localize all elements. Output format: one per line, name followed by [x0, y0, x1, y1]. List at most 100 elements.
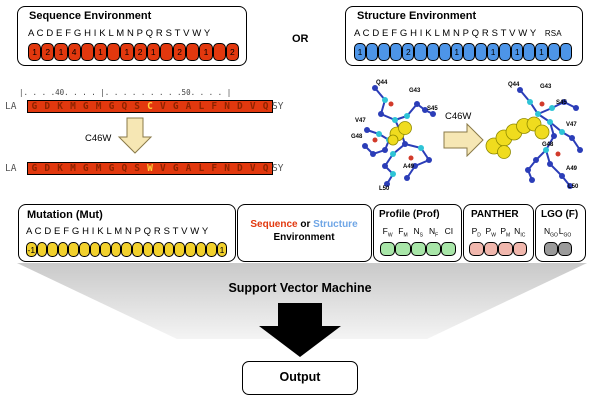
structure-environment-cell [462, 43, 475, 61]
sequence-environment-cell [107, 43, 121, 61]
right-arrow [443, 123, 484, 157]
profile-cell [410, 242, 426, 256]
panther-cell [498, 242, 513, 256]
atom [384, 181, 390, 187]
atom [551, 133, 557, 139]
mutation-cell [78, 242, 90, 257]
atom [517, 87, 523, 93]
atom [430, 111, 436, 117]
svm-label: Support Vector Machine [228, 281, 372, 295]
or-label: OR [292, 33, 309, 45]
sequence-environment-cell: 2 [133, 43, 147, 61]
res-s45-left: S45 [427, 106, 438, 112]
wild-residue: G [105, 101, 118, 112]
mutant-residue: M [66, 163, 80, 174]
atom [533, 157, 539, 163]
atom [418, 145, 424, 151]
output-label: Output [279, 370, 321, 384]
res-a49-left: A49 [403, 164, 415, 170]
atom [539, 101, 545, 107]
mutation-cell [142, 242, 154, 257]
res-q44-right: Q44 [508, 82, 520, 88]
structure-environment-letters: A C D E F G H I K L M N P Q R S T V W Y … [354, 28, 562, 39]
structure-environment-cell: 1 [535, 43, 548, 61]
mutation-cell [47, 242, 58, 257]
mutation-label-right: C46W [445, 111, 472, 122]
structure-word: Structure [313, 219, 358, 230]
atom [392, 117, 398, 123]
atom [388, 101, 394, 107]
structure-environment-cell: 2 [402, 43, 415, 61]
wild-right-flank: SY [272, 101, 284, 112]
structure-environment-cell [559, 43, 572, 61]
mutation-label-left: C46W [85, 133, 112, 144]
atom [422, 107, 428, 113]
mutant-residue: V [156, 163, 170, 174]
down-arrow-to-output [259, 303, 341, 357]
structure-environment-cell: 1 [487, 43, 500, 61]
alignment-ruler: |. . . .40. . . . |. . . . . . . . .50. … [19, 88, 232, 97]
sequence-environment-cell: 1 [54, 43, 68, 61]
down-arrow [117, 117, 153, 154]
mutant-residue: V [246, 163, 260, 174]
profile-cell [441, 242, 457, 256]
wild-residue: A [182, 101, 195, 112]
profile-title: Profile (Prof) [379, 209, 440, 220]
profile-cell [395, 242, 411, 256]
panther-title: PANTHER [471, 209, 519, 220]
atom [372, 137, 378, 143]
mutation-cell [131, 242, 143, 257]
wild-residue: V [156, 101, 170, 112]
res-g43-right: G43 [540, 84, 552, 90]
atom [408, 155, 414, 161]
mutant-residue: N [220, 163, 234, 174]
atom [404, 113, 410, 119]
profile-cell [425, 242, 442, 256]
wild-residue: S [130, 101, 144, 112]
atom [426, 157, 432, 163]
sequence-word: Sequence [250, 219, 298, 230]
profile-vector [380, 242, 457, 256]
sequence-environment-cell: 2 [41, 43, 55, 61]
atom [561, 99, 567, 105]
mutation-cell [57, 242, 69, 257]
atom [577, 147, 583, 153]
mutant-right-flank: SY [272, 163, 284, 174]
wild-residue: G [28, 101, 41, 112]
mutant-residue: A [182, 163, 195, 174]
atom [378, 111, 384, 117]
wild-residue: Q [117, 101, 131, 112]
mutant-residue: W [143, 163, 157, 174]
structure-environment-cell [547, 43, 560, 61]
lgo-cell [558, 242, 572, 256]
mutation-cell [100, 242, 111, 257]
wild-residue: D [233, 101, 247, 112]
atom [527, 99, 533, 105]
mutation-cell [36, 242, 48, 257]
wild-residue: Q [259, 101, 273, 112]
mutation-cell [174, 242, 185, 257]
atom [370, 151, 376, 157]
atom [559, 173, 565, 179]
mutant-residue: G [169, 163, 183, 174]
lgo-title: LGO (F) [541, 209, 579, 220]
atom [569, 135, 575, 141]
atom [376, 131, 382, 137]
atom [402, 141, 408, 147]
mutant-side-chain [485, 116, 550, 159]
sequence-environment-cell [186, 43, 200, 61]
structure-environment-cell [366, 43, 379, 61]
atom [525, 167, 531, 173]
mutant-residue: Q [259, 163, 273, 174]
wild-residue: M [92, 101, 106, 112]
atom [547, 119, 553, 125]
res-v47-right: V47 [566, 122, 577, 128]
profile-label: FM [398, 226, 408, 239]
sequence-environment-cell: 1 [93, 43, 108, 61]
mutant-residue: K [53, 163, 67, 174]
